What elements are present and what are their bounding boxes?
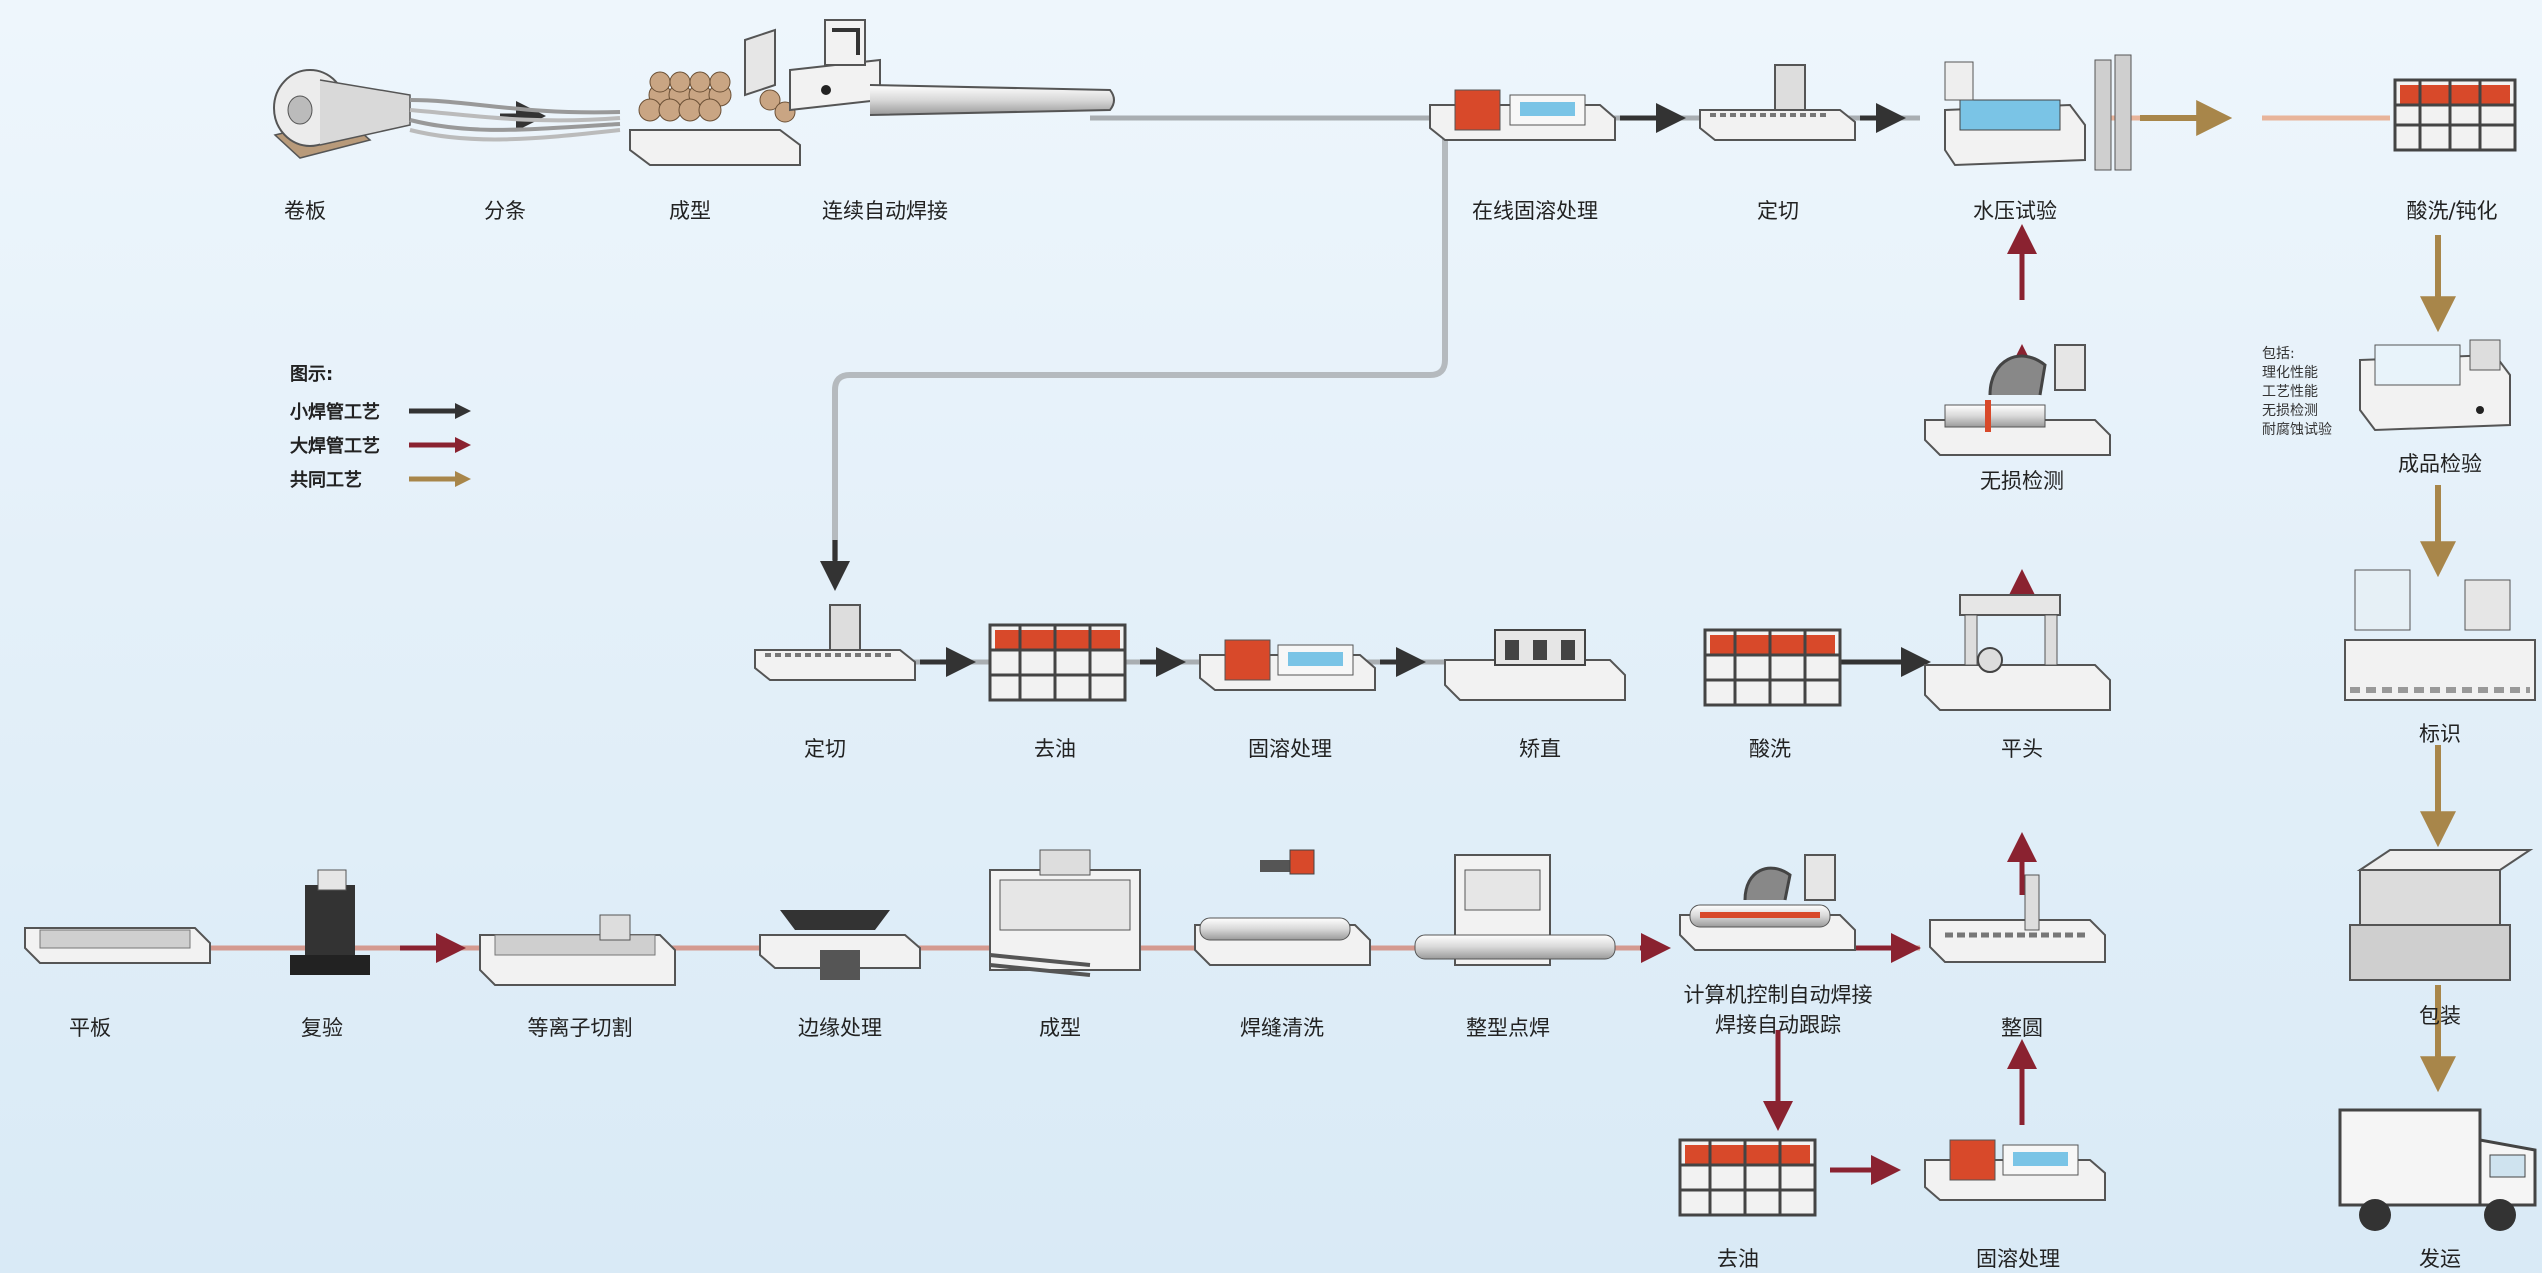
- label-tack-welding: 整型点焊: [1466, 1016, 1550, 1040]
- rounding-machine: [1929, 874, 2106, 963]
- label-coil: 卷板: [284, 199, 326, 223]
- label-slitting: 分条: [484, 199, 526, 223]
- packing-crates: [2349, 849, 2534, 981]
- label-cut-mid: 定切: [804, 737, 846, 761]
- label-degrease-mid: 去油: [1034, 737, 1076, 761]
- gold-arrow-icon: [409, 471, 471, 487]
- degrease-tank-mid: [988, 623, 1127, 702]
- label-computer-welding-line2: 焊接自动跟踪: [1715, 1013, 1841, 1037]
- qc-note-item: 理化性能: [2262, 365, 2318, 381]
- label-edge-processing: 边缘处理: [798, 1016, 882, 1040]
- cut-machine-mid: [754, 604, 916, 681]
- pickling-tank-top: [2393, 78, 2517, 152]
- flat-plate: [24, 927, 211, 964]
- label-pickling-mid: 酸洗: [1749, 737, 1791, 761]
- solution-treatment-machine-mid: [1199, 639, 1376, 691]
- legend-label: 共同工艺: [290, 470, 362, 491]
- small-pipe-arrows: [500, 101, 1931, 677]
- label-hydro-test: 水压试验: [1973, 199, 2057, 223]
- common-arrows: [2140, 100, 2456, 1093]
- legend-title: 图示:: [290, 364, 334, 385]
- dark-arrow-icon: [409, 403, 471, 419]
- end-facing-machine: [1924, 594, 2111, 711]
- ndt-machine: [1924, 344, 2111, 456]
- legend-item-large-pipe: 大焊管工艺: [290, 428, 520, 462]
- qc-machine: [2359, 339, 2511, 432]
- label-forming-bottom: 成型: [1039, 1016, 1081, 1040]
- legend-label: 小焊管工艺: [290, 402, 380, 423]
- label-end-facing: 平头: [2001, 737, 2043, 761]
- label-marking: 标识: [2419, 722, 2461, 746]
- marking-machine: [2344, 569, 2536, 701]
- label-ndt: 无损检测: [1980, 469, 2064, 493]
- label-packing: 包装: [2419, 1004, 2461, 1028]
- coil-machine: [273, 69, 411, 159]
- label-computer-welding-line1: 计算机控制自动焊接: [1683, 983, 1873, 1007]
- cut-machine-top: [1699, 64, 1856, 141]
- hydro-test-machine: [1944, 54, 2132, 171]
- degrease-tank-bottom: [1678, 1138, 1817, 1217]
- edge-processing-machine: [759, 910, 921, 980]
- label-weld-cleaning: 焊缝清洗: [1240, 1016, 1324, 1040]
- tack-welding-machine: [1414, 854, 1616, 966]
- qc-note-item: 无损检测: [2262, 403, 2318, 419]
- plasma-cutting-machine: [479, 914, 676, 986]
- delivery-truck: [2338, 1108, 2537, 1231]
- welding-machine-top: [789, 19, 1115, 116]
- label-final-inspection: 成品检验: [2398, 452, 2482, 476]
- forming-machine-top: [629, 28, 801, 166]
- legend-item-small-pipe: 小焊管工艺: [290, 394, 520, 428]
- label-plasma-cutting: 等离子切割: [527, 1016, 633, 1040]
- slitting-strips: [409, 98, 621, 142]
- auto-welding-machine: [1679, 854, 1856, 951]
- pickling-tank-mid: [1703, 628, 1842, 707]
- label-shipping: 发运: [2419, 1247, 2461, 1271]
- label-forming-top: 成型: [669, 199, 711, 223]
- label-cut-top: 定切: [1757, 199, 1799, 223]
- solution-treatment-machine-bottom: [1924, 1139, 2106, 1201]
- label-degrease-bottom: 去油: [1717, 1247, 1759, 1271]
- forming-machine-bottom: [989, 849, 1141, 977]
- label-solution-treatment-mid: 固溶处理: [1248, 737, 1332, 761]
- straightening-machine: [1444, 629, 1626, 701]
- label-straightening: 矫直: [1519, 737, 1561, 761]
- connector-lines: [195, 115, 2390, 951]
- legend-item-common: 共同工艺: [290, 462, 520, 496]
- label-flat-plate: 平板: [69, 1016, 111, 1040]
- label-online-solution-treatment: 在线固溶处理: [1472, 199, 1598, 223]
- label-pickling-passivation: 酸洗/钝化: [2406, 199, 2498, 223]
- qc-note-item: 耐腐蚀试验: [2262, 422, 2332, 438]
- label-continuous-welding: 连续自动焊接: [822, 199, 948, 223]
- weld-cleaning-machine: [1194, 849, 1371, 966]
- qc-note-title: 包括:: [2262, 346, 2295, 362]
- label-rounding: 整圆: [2001, 1016, 2043, 1040]
- red-arrow-icon: [409, 437, 471, 453]
- qc-note-item: 工艺性能: [2262, 384, 2318, 400]
- qc-includes-note: 包括: 理化性能 工艺性能 无损检测 耐腐蚀试验: [2262, 345, 2332, 440]
- legend: 图示: 小焊管工艺 大焊管工艺 共同工艺: [290, 360, 520, 496]
- solution-treatment-machine-top: [1429, 89, 1616, 141]
- label-computer-welding: 计算机控制自动焊接 焊接自动跟踪: [1684, 980, 1873, 1040]
- reinspection-machine: [290, 869, 370, 975]
- legend-label: 大焊管工艺: [290, 436, 380, 457]
- label-solution-treatment-bottom: 固溶处理: [1976, 1247, 2060, 1271]
- label-reinspection: 复验: [301, 1016, 343, 1040]
